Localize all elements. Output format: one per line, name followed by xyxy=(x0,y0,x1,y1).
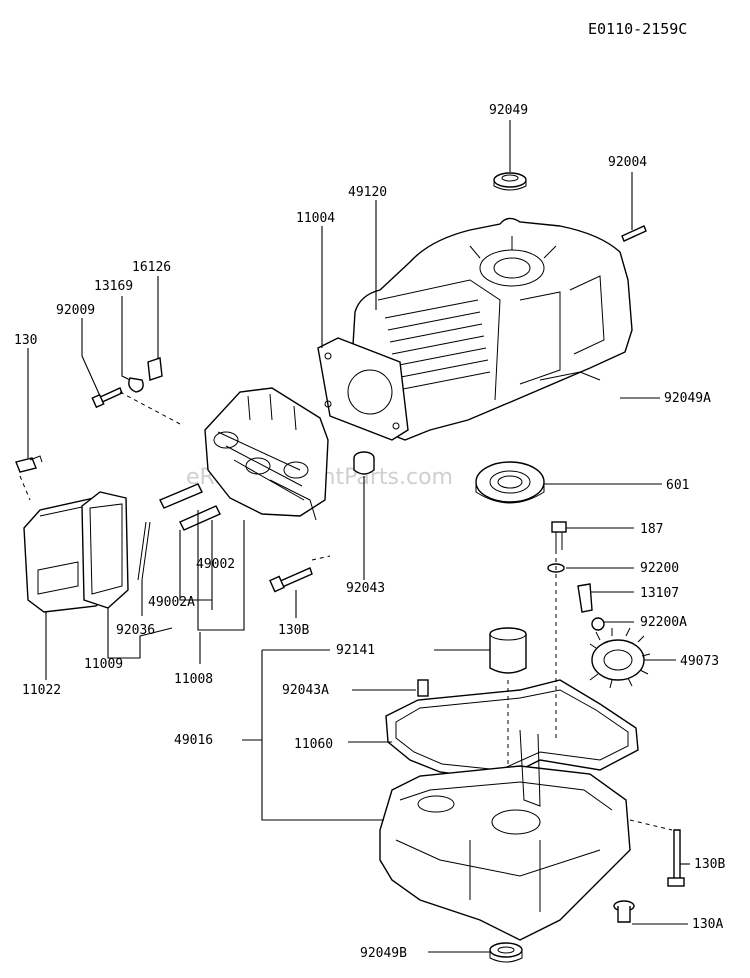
cylinder-head-part xyxy=(204,387,329,521)
diagram-code: E0110-2159C xyxy=(588,20,687,38)
bolt-130B-upper-part xyxy=(269,567,313,593)
label-92049: 92049 xyxy=(489,103,528,118)
label-92009: 92009 xyxy=(56,303,95,318)
label-187: 187 xyxy=(640,522,663,537)
label-92036: 92036 xyxy=(116,623,155,638)
label-11008: 11008 xyxy=(174,672,213,687)
oil-pan-49016-part xyxy=(379,729,631,941)
label-49002A: 49002A xyxy=(148,595,195,610)
stud-92004-part xyxy=(621,225,647,242)
label-11022: 11022 xyxy=(22,683,61,698)
plug-130A-part xyxy=(613,900,635,923)
label-92200A: 92200A xyxy=(640,615,687,630)
label-49073: 49073 xyxy=(680,654,719,669)
label-130: 130 xyxy=(14,333,37,348)
bolt-187-part xyxy=(551,521,567,550)
bolt-130B-lower-part xyxy=(667,829,685,887)
label-13169: 13169 xyxy=(94,279,133,294)
gasket-11004-part xyxy=(317,337,409,441)
label-92200: 92200 xyxy=(640,561,679,576)
oil-seal-92049B-part xyxy=(489,942,523,963)
label-130B-upper: 130B xyxy=(278,623,309,638)
label-13107: 13107 xyxy=(640,586,679,601)
label-49002: 49002 xyxy=(196,557,235,572)
bearing-601-part xyxy=(475,461,545,504)
label-11009: 11009 xyxy=(84,657,123,672)
label-11060: 11060 xyxy=(294,737,333,752)
dowel-92043A-part xyxy=(417,679,429,697)
push-rods-49002-part xyxy=(159,483,221,531)
shaft-13107-part xyxy=(577,583,593,613)
label-130A: 130A xyxy=(692,917,723,932)
label-601: 601 xyxy=(666,478,689,493)
crankcase-49120-part xyxy=(349,217,633,441)
sleeve-92141-part xyxy=(489,627,527,674)
label-92141: 92141 xyxy=(336,643,375,658)
label-92049A: 92049A xyxy=(664,391,711,406)
label-16126: 16126 xyxy=(132,260,171,275)
pin-92036-part xyxy=(137,521,151,581)
label-92049B: 92049B xyxy=(360,946,407,961)
bolt-92009-part xyxy=(91,387,123,409)
label-130B: 130B xyxy=(694,857,725,872)
gear-49073-part xyxy=(589,627,651,689)
dowel-92043-part xyxy=(353,451,375,475)
washer-92200A-part xyxy=(591,617,605,631)
label-49120: 49120 xyxy=(348,185,387,200)
gasket-11009-part xyxy=(81,491,129,609)
breather-16126-part xyxy=(147,357,163,381)
clip-13169-part xyxy=(128,377,144,393)
gasket-11060-part xyxy=(385,679,639,781)
bolt-130-part xyxy=(15,455,43,473)
leader-lines xyxy=(19,120,690,953)
label-49016: 49016 xyxy=(174,733,213,748)
label-92004: 92004 xyxy=(608,155,647,170)
label-92043: 92043 xyxy=(346,581,385,596)
label-92043A: 92043A xyxy=(282,683,329,698)
label-11004: 11004 xyxy=(296,211,335,226)
oil-seal-92049-part xyxy=(493,172,527,191)
